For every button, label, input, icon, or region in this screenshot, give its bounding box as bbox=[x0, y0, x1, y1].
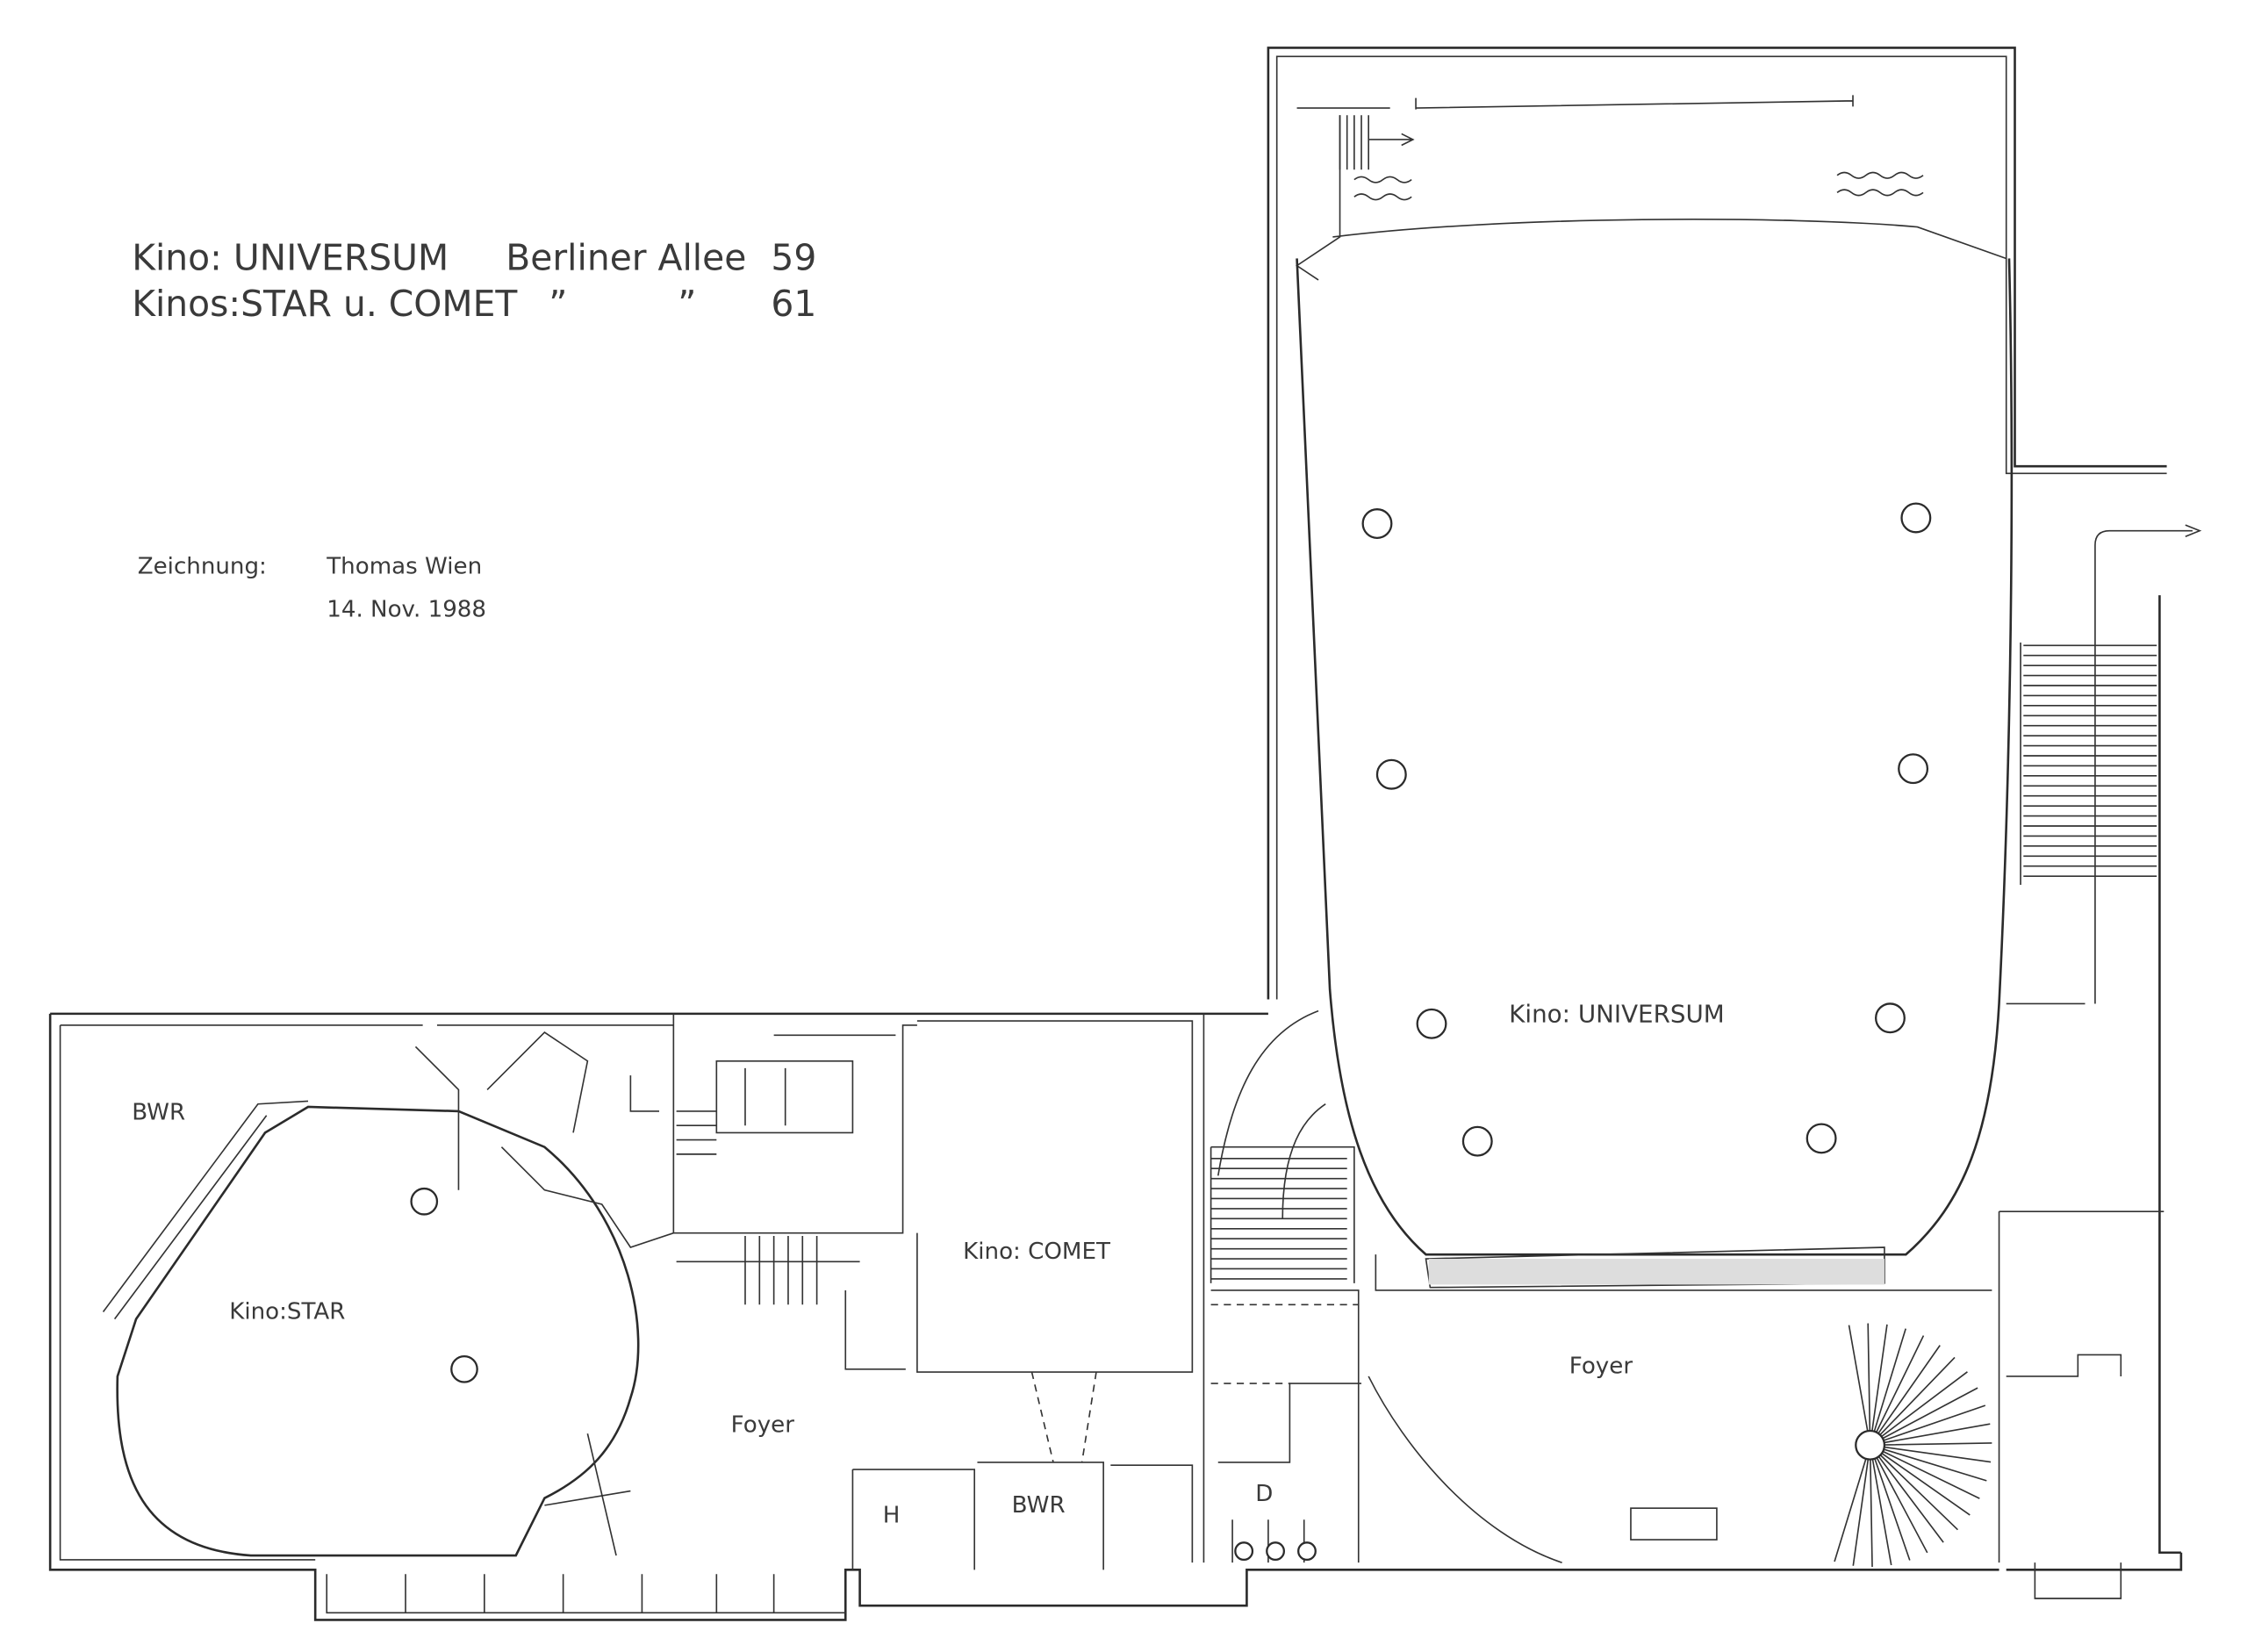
toilet bbox=[1297, 1541, 1317, 1562]
drawing-date: 14. Nov. 1988 bbox=[327, 597, 486, 623]
stairs-top bbox=[676, 1034, 896, 1155]
toilet bbox=[1234, 1541, 1254, 1562]
column bbox=[1805, 1123, 1837, 1154]
column bbox=[1416, 1008, 1447, 1039]
screen-line bbox=[1415, 95, 1854, 110]
right-stairs bbox=[2020, 643, 2157, 885]
spiral-treads bbox=[1834, 1323, 1992, 1568]
room-label-foyer: Foyer bbox=[731, 1412, 795, 1439]
column bbox=[1361, 508, 1393, 539]
address-number-61: 61 bbox=[771, 283, 816, 325]
spiral-core bbox=[1855, 1429, 1886, 1461]
room-label-h: H bbox=[883, 1502, 901, 1528]
address-street: Berliner Allee bbox=[506, 237, 746, 279]
room-label-d: D bbox=[1255, 1481, 1273, 1507]
right-side-rooms bbox=[1998, 1210, 2164, 1599]
room-label-bwr: BWR bbox=[1012, 1492, 1066, 1519]
drawing-label: Zeichnung: bbox=[138, 554, 267, 580]
lobby-small-room bbox=[629, 1075, 906, 1370]
column bbox=[450, 1354, 478, 1383]
column bbox=[1898, 753, 1929, 785]
credits-block: Zeichnung: Thomas Wien 14. Nov. 1988 bbox=[138, 554, 486, 623]
counter bbox=[1630, 1507, 1718, 1541]
address-number-59: 59 bbox=[771, 237, 816, 279]
projection-sightline bbox=[1030, 1371, 1097, 1463]
room-label-comet: Kino: COMET bbox=[963, 1239, 1111, 1265]
stairs-mid bbox=[676, 1235, 860, 1305]
star-auditorium-wall bbox=[116, 1105, 640, 1557]
room-label-universum: Kino: UNIVERSUM bbox=[1509, 1000, 1725, 1029]
outer-wall-right bbox=[2158, 595, 2181, 1555]
foyer-right-curve bbox=[1368, 1375, 1562, 1563]
rear-barrier bbox=[1428, 1259, 1884, 1285]
curtain-waves bbox=[1353, 171, 1924, 201]
inner-wall bbox=[59, 1013, 1360, 1563]
exit-arrow bbox=[1368, 133, 1415, 147]
right-exit-corridor bbox=[2006, 524, 2202, 1005]
room-label-star: Kino:STAR bbox=[229, 1299, 345, 1325]
universum-columns bbox=[1361, 502, 1932, 1157]
ditto-mark: ” bbox=[549, 283, 567, 325]
d-room bbox=[1217, 1383, 1362, 1563]
outer-wall bbox=[1267, 47, 2167, 1000]
room-label-bwr: BWR bbox=[132, 1100, 185, 1126]
passage-dashed bbox=[1210, 1304, 1359, 1384]
title-universum: Kino: UNIVERSUM bbox=[132, 237, 449, 279]
bwr-room-walls bbox=[851, 1462, 1194, 1570]
universum-auditorium-wall bbox=[1296, 258, 2014, 1256]
star-lobby-walls bbox=[414, 1031, 674, 1556]
column bbox=[1875, 1002, 1906, 1034]
foyer-stairs bbox=[1210, 1146, 1355, 1283]
stair-treads bbox=[2020, 643, 2157, 885]
stage-stairs bbox=[1339, 115, 1369, 170]
star-side-panel bbox=[102, 1100, 309, 1320]
drawing-author: Thomas Wien bbox=[326, 554, 482, 580]
column bbox=[1900, 502, 1932, 534]
outer-wall bbox=[48, 1012, 2183, 1621]
toilet bbox=[1266, 1541, 1285, 1562]
door-swing bbox=[1217, 1009, 1326, 1219]
column bbox=[1461, 1125, 1493, 1157]
column bbox=[410, 1187, 439, 1216]
room-label-foyer: Foyer bbox=[1569, 1354, 1633, 1380]
column bbox=[1375, 758, 1407, 790]
lower-building: BWR Kino:STAR Kino: COMET Foyer BWR H D … bbox=[48, 1009, 2183, 1621]
ditto-mark: ” bbox=[678, 283, 696, 325]
bottom-bays bbox=[326, 1574, 846, 1614]
title-star-comet: Kinos:STAR u. COMET bbox=[132, 283, 518, 325]
stage-wall bbox=[1296, 107, 2007, 281]
title-block: Kino: UNIVERSUM Berliner Allee 59 Kinos:… bbox=[132, 237, 816, 325]
spiral-staircase bbox=[1834, 1323, 1992, 1568]
universum-building: Kino: UNIVERSUM bbox=[1267, 47, 2202, 1555]
outer-wall bbox=[1275, 55, 2167, 1000]
